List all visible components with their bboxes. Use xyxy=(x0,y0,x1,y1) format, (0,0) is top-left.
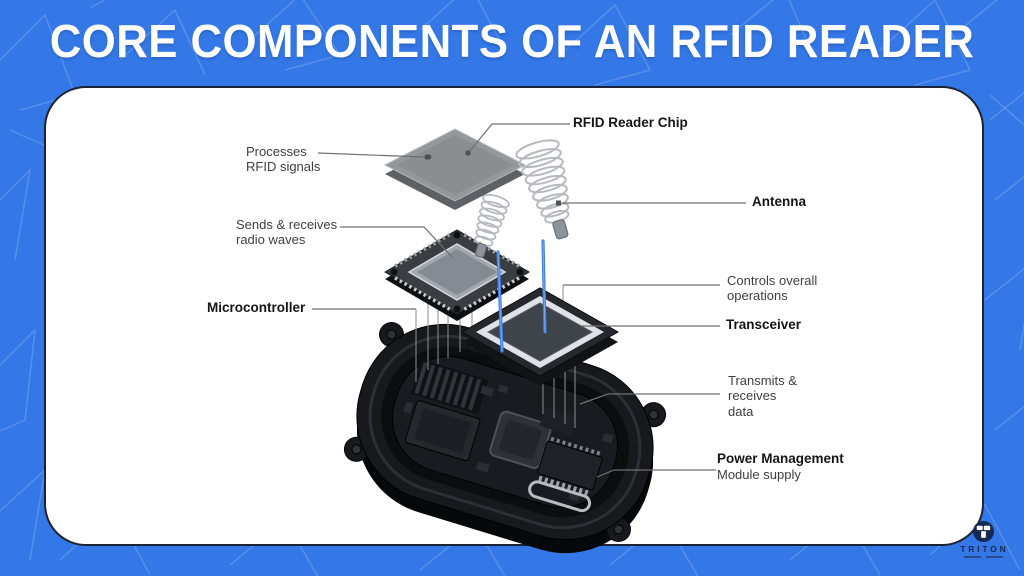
label-processes-rfid-signals: Processes RFID signals xyxy=(246,144,321,175)
triton-logo-wordmark: TRITON xyxy=(960,544,1009,554)
label-controls-operations: Controls overall operations xyxy=(727,273,818,304)
label-sends-receives: Sends & receives radio waves xyxy=(236,217,338,248)
diagram-card xyxy=(44,86,984,546)
label-transmits-receives: Transmits & receives data xyxy=(728,373,797,419)
triton-logo-tagline-bars xyxy=(963,556,1003,558)
page-title: CORE COMPONENTS OF AN RFID READER xyxy=(49,15,975,67)
label-power-management: Power Management xyxy=(717,451,844,466)
label-antenna: Antenna xyxy=(752,194,806,209)
label-transceiver: Transceiver xyxy=(726,317,802,332)
label-microcontroller: Microcontroller xyxy=(207,300,306,315)
label-rfid-reader-chip: RFID Reader Chip xyxy=(573,115,688,130)
triton-logo: TRITON xyxy=(951,520,1015,558)
triton-logo-icon xyxy=(972,520,994,543)
label-module-supply: Module supply xyxy=(717,467,801,482)
